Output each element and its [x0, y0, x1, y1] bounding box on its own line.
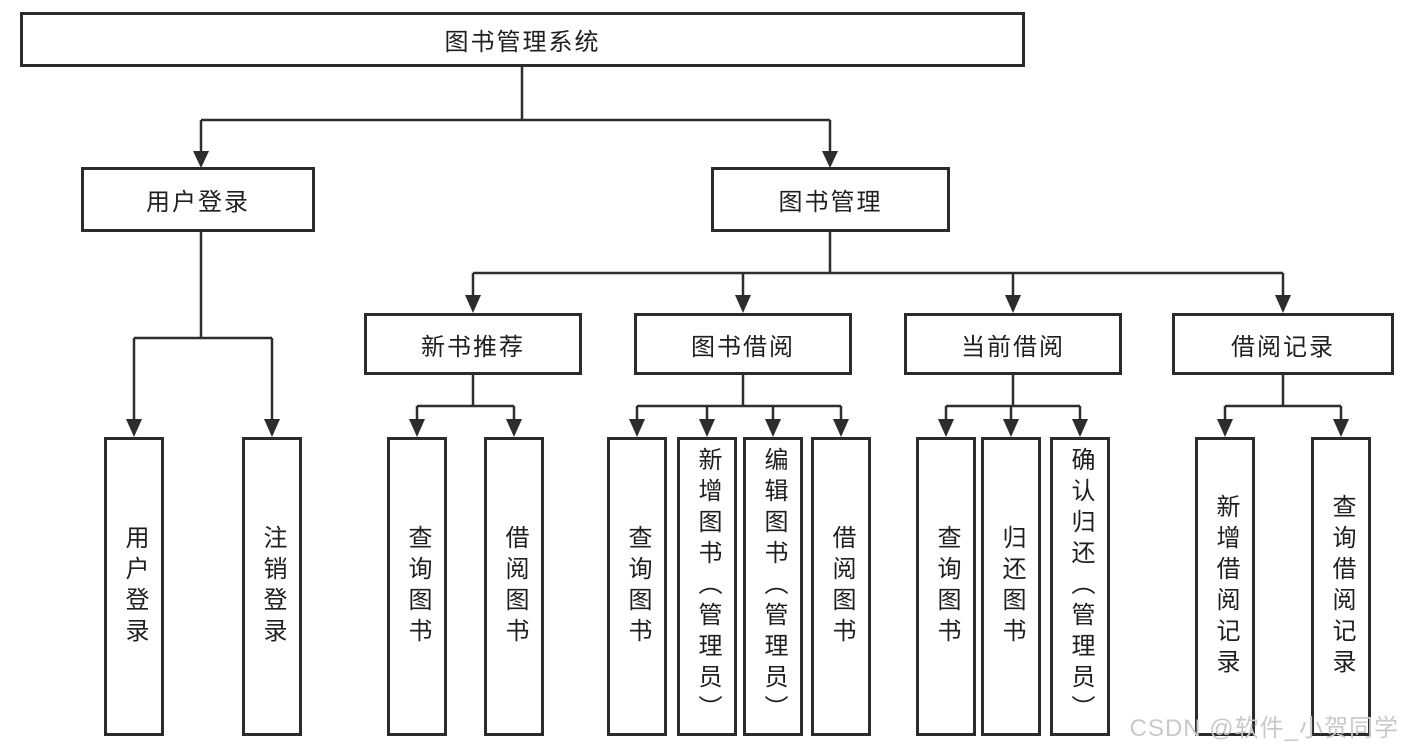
arrowhead-icon — [699, 419, 715, 437]
connector-userlogin-to-leaves — [132, 232, 274, 419]
leaf-label: 查询图书 — [624, 524, 651, 649]
node-borrowing-records: 借阅记录 — [1172, 313, 1394, 375]
leaf-label: 查询借阅记录 — [1328, 493, 1355, 680]
leaf-label: 查询图书 — [404, 524, 431, 649]
leaf-label: 注销登录 — [259, 524, 286, 649]
leaf-query-books-current: 查询图书 — [916, 437, 976, 736]
leaf-label: 用户登录 — [121, 524, 148, 649]
leaf-label: 查询图书 — [933, 524, 960, 649]
arrowhead-icon — [1072, 419, 1088, 437]
leaf-query-books-recommend: 查询图书 — [387, 437, 447, 736]
leaf-query-books-borrow: 查询图书 — [607, 437, 667, 736]
node-library-management-system: 图书管理系统 — [20, 12, 1025, 67]
node-book-borrowing: 图书借阅 — [634, 313, 852, 375]
leaf-label: 新增图书（管理员） — [694, 447, 721, 726]
arrowhead-icon — [629, 419, 645, 437]
arrowhead-icon — [1217, 419, 1233, 437]
leaf-label: 借阅图书 — [828, 524, 855, 649]
leaf-add-book-admin: 新增图书（管理员） — [677, 437, 737, 736]
arrowhead-icon — [126, 419, 142, 437]
arrowhead-icon — [193, 151, 209, 168]
arrowhead-icon — [1333, 419, 1349, 437]
connector-newbook-to-leaves — [415, 375, 516, 419]
connector-currentborrow-to-leaves — [944, 375, 1082, 419]
arrowhead-icon — [264, 419, 280, 437]
arrowhead-icon — [1005, 295, 1021, 313]
arrowhead-icon — [822, 151, 838, 168]
node-current-borrowing: 当前借阅 — [904, 313, 1122, 375]
connector-bookborrow-to-leaves — [635, 375, 843, 419]
arrowhead-icon — [938, 419, 954, 437]
leaf-return-book: 归还图书 — [981, 437, 1041, 736]
arrowhead-icon — [409, 419, 425, 437]
leaf-borrow-books-recommend: 借阅图书 — [484, 437, 544, 736]
leaf-user-login: 用户登录 — [104, 437, 164, 736]
arrowhead-icon — [833, 419, 849, 437]
leaf-logout: 注销登录 — [242, 437, 302, 736]
leaf-label: 编辑图书（管理员） — [760, 447, 787, 726]
leaf-confirm-return-admin: 确认归还（管理员） — [1050, 437, 1110, 736]
leaf-label: 借阅图书 — [501, 524, 528, 649]
leaf-add-borrow-record: 新增借阅记录 — [1195, 437, 1255, 736]
leaf-edit-book-admin: 编辑图书（管理员） — [743, 437, 803, 736]
arrowhead-icon — [1003, 419, 1019, 437]
arrowhead-icon — [1275, 295, 1291, 313]
leaf-label: 新增借阅记录 — [1212, 493, 1239, 680]
arrowhead-icon — [465, 295, 481, 313]
leaf-label: 归还图书 — [998, 524, 1025, 649]
leaf-label: 确认归还（管理员） — [1067, 447, 1094, 726]
connector-root-to-level2 — [199, 67, 832, 151]
arrowhead-icon — [765, 419, 781, 437]
leaf-borrow-books: 借阅图书 — [811, 437, 871, 736]
node-new-book-recommendation: 新书推荐 — [364, 313, 582, 375]
arrowhead-icon — [506, 419, 522, 437]
node-book-management: 图书管理 — [711, 167, 950, 232]
arrowhead-icon — [735, 295, 751, 313]
leaf-query-borrow-record: 查询借阅记录 — [1311, 437, 1371, 736]
node-user-login: 用户登录 — [81, 167, 315, 232]
connector-bookmgmt-to-level3 — [471, 232, 1285, 295]
connector-borrowrecord-to-leaves — [1223, 375, 1343, 419]
